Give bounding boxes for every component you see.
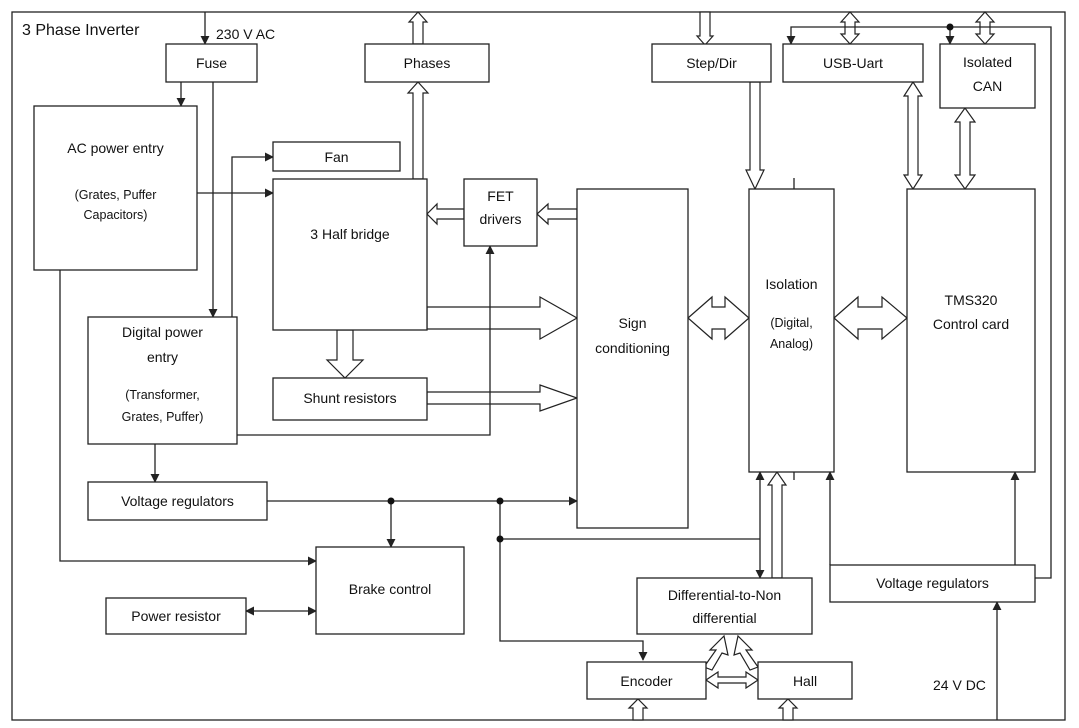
svg-text:Hall: Hall	[793, 673, 817, 689]
svg-text:Isolated: Isolated	[963, 54, 1012, 70]
stepdir-in-arrow	[695, 11, 715, 46]
svg-text:differential: differential	[692, 610, 756, 626]
junction-dot	[946, 23, 954, 31]
fet-to-halfbridge-arrow	[426, 202, 465, 226]
bus-down-line	[499, 501, 648, 661]
usb-uart-block: USB-Uart	[782, 43, 924, 83]
diff-to-nondiff-block: Differential-to-Non differential	[636, 577, 813, 635]
halfbridge-to-sign-arrow	[426, 295, 579, 341]
encoder-diff-arrow	[703, 634, 729, 671]
svg-text:Voltage regulators: Voltage regulators	[121, 493, 234, 509]
svg-text:CAN: CAN	[973, 78, 1003, 94]
can-top-arrow	[974, 11, 996, 45]
fan-block: Fan	[272, 141, 401, 172]
svg-text:Digital power: Digital power	[122, 324, 203, 340]
svg-text:FET: FET	[487, 188, 514, 204]
svg-text:USB-Uart: USB-Uart	[823, 55, 883, 71]
fuse-block: Fuse	[165, 43, 258, 83]
svg-text:Encoder: Encoder	[620, 673, 672, 689]
feed-to-usb-line	[786, 26, 950, 45]
power-resistor-block: Power resistor	[105, 597, 247, 635]
svg-text:(Digital,: (Digital,	[770, 316, 812, 330]
junction-dot	[496, 535, 504, 543]
svg-text:3 Half bridge: 3 Half bridge	[310, 226, 390, 242]
svg-text:Phases: Phases	[404, 55, 451, 71]
shunt-to-sign-arrow	[426, 384, 579, 412]
svg-text:Isolation: Isolation	[765, 276, 817, 292]
svg-text:Power resistor: Power resistor	[131, 608, 221, 624]
svg-text:Brake control: Brake control	[349, 581, 431, 597]
svg-text:Analog): Analog)	[770, 337, 813, 351]
control-card-block: TMS320 Control card	[906, 188, 1036, 473]
svg-text:TMS320: TMS320	[945, 292, 998, 308]
svg-text:AC power entry: AC power entry	[67, 140, 163, 156]
phases-out-arrow	[407, 11, 429, 45]
voltage-regulators-right-block: Voltage regulators	[829, 564, 1036, 603]
hall-block: Hall	[757, 661, 853, 700]
digital-to-fan-line	[231, 152, 274, 317]
ac-input-label: 230 V AC	[216, 26, 275, 42]
step-dir-block: Step/Dir	[651, 43, 772, 83]
svg-text:Sign: Sign	[618, 315, 646, 331]
svg-text:Voltage regulators: Voltage regulators	[876, 575, 989, 591]
vreg-right-feed-line	[950, 26, 1052, 579]
dc-input-label: 24 V DC	[933, 677, 986, 693]
svg-text:Step/Dir: Step/Dir	[686, 55, 737, 71]
isolated-can-block: Isolated CAN	[939, 43, 1036, 109]
diagram-title: 3 Phase Inverter	[22, 22, 140, 39]
can-control-arrow	[953, 106, 977, 191]
svg-text:conditioning: conditioning	[595, 340, 670, 356]
junction-dot	[387, 497, 395, 505]
svg-text:Control card: Control card	[933, 316, 1009, 332]
encoder-in-arrow	[627, 698, 649, 721]
half-bridge-block: 3 Half bridge	[272, 178, 428, 331]
diff-to-isolation-arrow	[766, 470, 788, 579]
usb-control-arrow	[902, 80, 924, 191]
usb-top-arrow	[839, 11, 861, 45]
encoder-hall-arrow	[704, 670, 760, 690]
encoder-block: Encoder	[586, 661, 707, 700]
svg-text:Fuse: Fuse	[196, 55, 227, 71]
halfbridge-to-phases-arrow	[406, 81, 430, 180]
ac-to-brake-line	[59, 270, 317, 566]
svg-text:Differential-to-Non: Differential-to-Non	[668, 587, 781, 603]
digital-power-entry-block: Digital power entry (Transformer, Grates…	[87, 316, 238, 445]
voltage-regulators-left-block: Voltage regulators	[87, 481, 268, 521]
svg-text:Fan: Fan	[324, 149, 348, 165]
junction-dot	[496, 497, 504, 505]
svg-text:Grates, Puffer): Grates, Puffer)	[122, 410, 204, 424]
svg-text:(Grates, Puffer: (Grates, Puffer	[75, 188, 157, 202]
svg-text:Shunt resistors: Shunt resistors	[303, 390, 396, 406]
hall-in-arrow	[777, 698, 799, 721]
svg-text:(Transformer,: (Transformer,	[125, 388, 200, 402]
digital-to-fet-line	[237, 245, 495, 436]
sign-isolation-arrow	[687, 295, 750, 341]
stepdir-to-isolation-arrow	[745, 81, 765, 191]
fet-drivers-block: FET drivers	[463, 178, 538, 247]
shunt-resistors-block: Shunt resistors	[272, 377, 428, 421]
svg-text:Capacitors): Capacitors)	[84, 208, 148, 222]
halfbridge-to-shunt-arrow	[325, 329, 365, 379]
svg-text:entry: entry	[147, 349, 178, 365]
ac-power-entry-block: AC power entry (Grates, Puffer Capacitor…	[33, 105, 198, 271]
phases-block: Phases	[364, 43, 490, 83]
sign-to-fet-arrow	[536, 202, 578, 226]
hall-diff-arrow	[733, 634, 759, 671]
isolation-control-arrow	[833, 295, 908, 341]
sign-conditioning-block: Sign conditioning	[576, 188, 689, 529]
svg-text:drivers: drivers	[479, 211, 521, 227]
brake-control-block: Brake control	[315, 546, 465, 635]
isolation-block: Isolation (Digital, Analog)	[748, 188, 835, 473]
outer-frame	[11, 11, 1066, 721]
